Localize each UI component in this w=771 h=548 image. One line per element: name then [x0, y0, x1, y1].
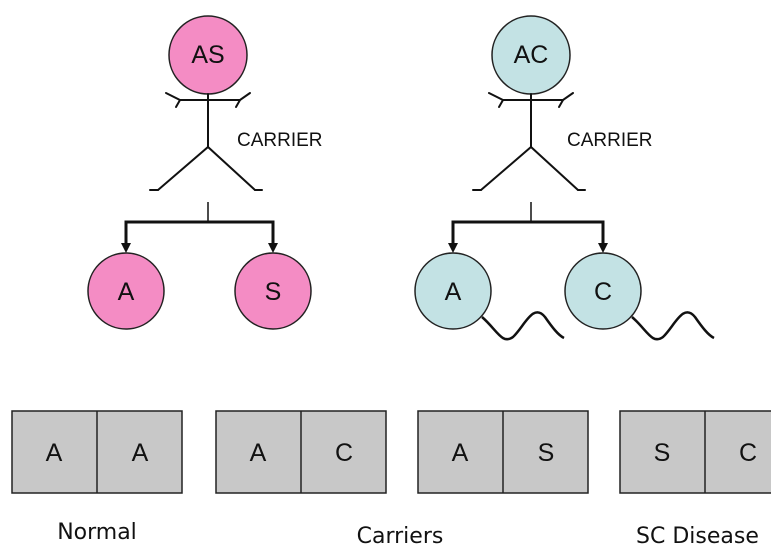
offspring-2: A C — [215, 410, 387, 494]
gamete-3: A — [414, 252, 565, 341]
parent-1-genotype: AS — [191, 41, 224, 69]
gamete-circle — [234, 252, 312, 330]
offspring-3: A S — [417, 410, 589, 494]
offspring-4: S C — [619, 410, 771, 494]
gamete-circle — [564, 252, 642, 330]
parent-2-gamete-split — [448, 202, 608, 253]
gamete-allele: C — [594, 278, 612, 306]
parent-1-branch-connector — [124, 220, 275, 248]
caption-normal: Normal — [57, 520, 137, 545]
gamete-1: A — [87, 252, 165, 330]
gamete-allele: A — [445, 278, 462, 306]
gamete-circle — [414, 252, 492, 330]
allele-left: A — [250, 439, 267, 467]
parent-1-body — [149, 92, 263, 191]
gamete-allele: S — [265, 278, 282, 306]
parent-2-body — [472, 92, 586, 191]
parent-1-gamete-split — [121, 202, 278, 253]
allele-right: A — [132, 439, 149, 467]
allele-left: A — [452, 439, 469, 467]
parent-2-figure: AC CARRIER — [472, 15, 653, 191]
gamete-circle — [87, 252, 165, 330]
parent-2-branch-connector — [451, 220, 605, 248]
caption-carriers: Carriers — [357, 524, 444, 548]
parent-1-figure: AS CARRIER — [149, 15, 323, 191]
gamete-2: S — [234, 252, 312, 330]
allele-right: C — [739, 439, 757, 467]
gamete-allele: A — [118, 278, 135, 306]
gamete-4: C — [564, 252, 715, 341]
parent-2-carrier-label: CARRIER — [567, 130, 653, 151]
allele-left: A — [46, 439, 63, 467]
parent-2-genotype: AC — [514, 41, 549, 69]
caption-sc-disease: SC Disease — [636, 524, 759, 548]
allele-right: C — [335, 439, 353, 467]
allele-right: S — [538, 439, 555, 467]
parent-1-carrier-label: CARRIER — [237, 130, 323, 151]
offspring-1: A A — [11, 410, 183, 494]
sperm-tail-icon — [481, 311, 565, 341]
allele-left: S — [654, 439, 671, 467]
sperm-tail-icon — [631, 311, 715, 341]
